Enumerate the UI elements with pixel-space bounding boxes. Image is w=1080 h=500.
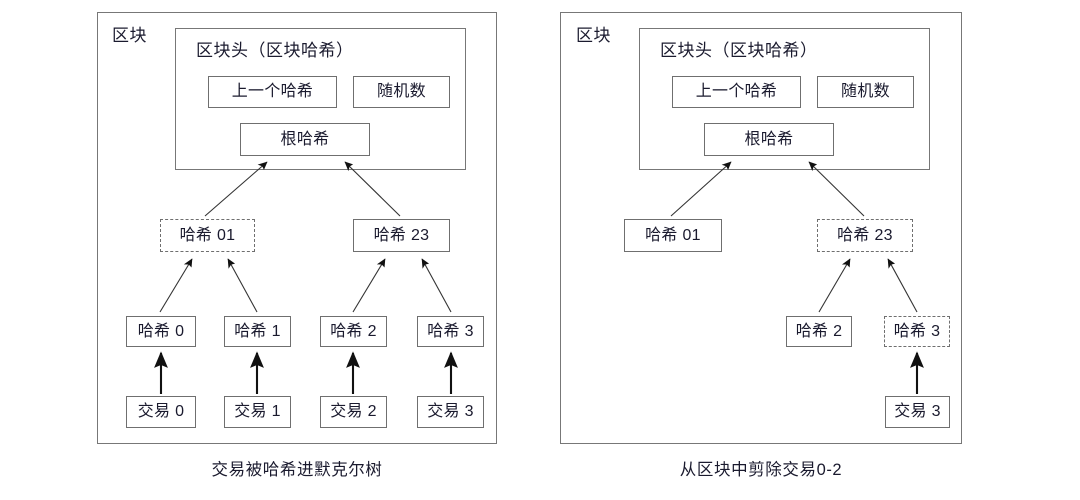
block-header-box-right [639, 28, 930, 170]
block-header-title-right: 区块头（区块哈希） [660, 41, 818, 60]
hash-23-box-right: 哈希 23 [817, 219, 913, 252]
tx-3-box-left: 交易 3 [417, 396, 484, 428]
prev-hash-box-right: 上一个哈希 [672, 76, 801, 108]
tx-0-box-left: 交易 0 [126, 396, 196, 428]
hash-0-box-left: 哈希 0 [126, 316, 196, 347]
caption-left: 交易被哈希进默克尔树 [211, 461, 383, 479]
block-container-left [97, 12, 497, 444]
root-hash-box-left: 根哈希 [240, 123, 370, 156]
hash-01-box-left: 哈希 01 [160, 219, 255, 252]
hash-2-box-right: 哈希 2 [786, 316, 852, 347]
hash-1-box-left: 哈希 1 [224, 316, 291, 347]
block-header-box-left [175, 28, 466, 170]
tx-1-box-left: 交易 1 [224, 396, 291, 428]
block-label-left: 区块 [112, 26, 147, 45]
block-container-right [560, 12, 962, 444]
block-label-right: 区块 [576, 26, 611, 45]
hash-3-box-left: 哈希 3 [417, 316, 484, 347]
root-hash-box-right: 根哈希 [704, 123, 834, 156]
hash-2-box-left: 哈希 2 [320, 316, 387, 347]
hash-01-box-right: 哈希 01 [624, 219, 722, 252]
hash-23-box-left: 哈希 23 [353, 219, 450, 252]
hash-3-box-right: 哈希 3 [884, 316, 950, 347]
caption-right: 从区块中剪除交易0-2 [679, 461, 843, 479]
block-header-title-left: 区块头（区块哈希） [196, 41, 354, 60]
nonce-box-right: 随机数 [817, 76, 914, 108]
nonce-box-left: 随机数 [353, 76, 450, 108]
tx-2-box-left: 交易 2 [320, 396, 387, 428]
prev-hash-box-left: 上一个哈希 [208, 76, 337, 108]
tx-3-box-right: 交易 3 [885, 396, 950, 428]
